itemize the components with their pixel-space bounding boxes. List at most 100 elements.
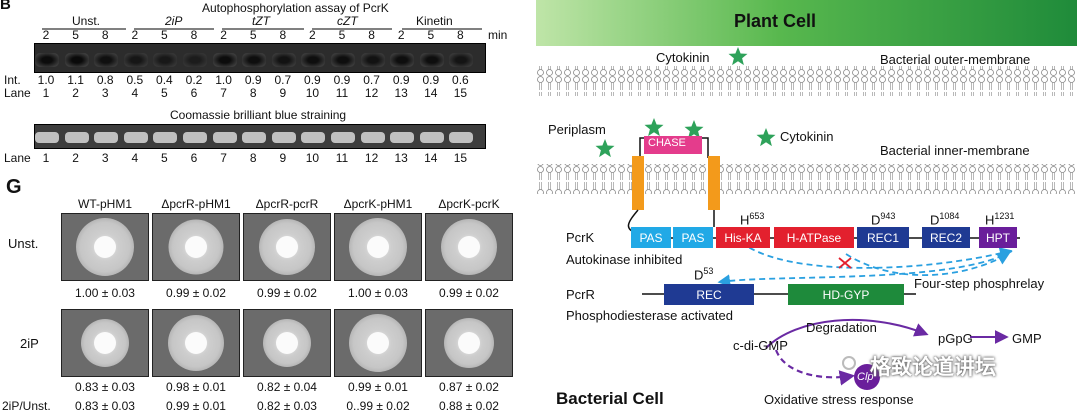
lane-number: 13 [394, 151, 408, 165]
halo-value: 1.00 ± 0.03 [348, 286, 408, 300]
coomassie-band [183, 132, 207, 143]
coomassie-title: Coomassie brilliant blue straining [170, 108, 347, 122]
lane-number: 6 [190, 151, 198, 165]
paper-disk [367, 236, 389, 258]
time-point-label: 5 [72, 28, 79, 42]
transmembrane-helix-1 [632, 156, 644, 210]
strain-label: ΔpcrR-pHM1 [161, 197, 231, 211]
outer-membrane-label: Bacterial outer-membrane [880, 52, 1031, 67]
coomassie-band [64, 132, 89, 143]
cytokinin-label-top: Cytokinin [656, 50, 710, 65]
paper-disk [94, 236, 116, 258]
halo-value: 0.82 ± 0.04 [257, 380, 317, 394]
watermark-icon [842, 356, 856, 370]
lane-number: 4 [131, 86, 139, 100]
outer-membrane [536, 66, 1077, 96]
coomassie-band [271, 132, 296, 143]
coomassie-band [331, 132, 355, 143]
coomassie-band [242, 132, 267, 143]
blot-band [301, 53, 326, 67]
time-point-label: 2 [220, 28, 227, 42]
oxidative-stress-label: Oxidative stress response [764, 392, 914, 407]
halo-value: 0.99 ± 0.02 [439, 286, 499, 300]
coomassie-band [301, 132, 326, 143]
halo-plate [334, 213, 422, 281]
plant-cell-title: Plant Cell [734, 11, 817, 31]
time-point-label: 8 [457, 28, 464, 42]
cytokinin-star-periplasm-2 [684, 120, 704, 139]
blot-band [64, 53, 89, 67]
ratio-label: 2iP/Unst. [2, 399, 51, 413]
blot-band [153, 53, 178, 67]
relay-arrow-3 [845, 252, 1011, 276]
lane-label-bottom: Lane [4, 151, 31, 165]
lane-number: 9 [279, 151, 287, 165]
halo-value: 0.82 ± 0.03 [257, 399, 317, 413]
paper-disk [185, 332, 207, 354]
lane-number: 5 [161, 86, 168, 100]
intensity-value: 0.9 [392, 73, 410, 87]
group-label-kinetin: Kinetin [416, 14, 453, 28]
intensity-value: 0.8 [96, 73, 114, 87]
paper-disk [276, 332, 298, 354]
time-point-label: 8 [101, 28, 109, 42]
pde-label: Phosphodiesterase activated [566, 308, 733, 323]
lane-number: 8 [249, 151, 257, 165]
paper-disk [185, 236, 207, 258]
clp-label: Clp [857, 371, 874, 383]
autophosphorylation-blot [34, 43, 486, 73]
group-label-2ip: 2iP [165, 14, 183, 28]
coomassie-band [419, 132, 444, 143]
degradation-arrow [765, 318, 929, 349]
halo-plate [334, 309, 422, 377]
paper-disk [94, 332, 116, 354]
pas-domain-1: PAS [631, 227, 671, 248]
halo-value: 0.99 ± 0.02 [166, 286, 226, 300]
transmembrane-helix-2 [708, 156, 720, 210]
residue-h653: H653 [740, 211, 765, 228]
time-point-label: 2 [309, 28, 316, 42]
group-label-unst: Unst. [72, 14, 101, 28]
cytokinin-label-periplasm: Cytokinin [780, 129, 834, 144]
halo-value: 0.83 ± 0.03 [75, 380, 135, 394]
lane-number: 15 [453, 151, 468, 165]
time-point-label: 5 [427, 28, 435, 42]
group-label-czt: cZT [337, 14, 358, 28]
paper-disk [367, 332, 389, 354]
intensity-value: 0.6 [452, 73, 469, 87]
cytokinin-star-top [728, 47, 748, 66]
row-label-unst: Unst. [8, 236, 39, 251]
blot-band [390, 53, 415, 67]
lane-number: 2 [72, 86, 79, 100]
panel-letter-b: B [0, 0, 11, 13]
pgpg-label: pGpG [938, 331, 973, 346]
watermark-text: 格致论道讲坛 [870, 356, 996, 379]
blot-band [242, 53, 267, 67]
hpt-domain: HPT [979, 227, 1017, 248]
blot-band [123, 53, 148, 67]
blot-band [35, 53, 59, 67]
blot-band [94, 53, 119, 67]
time-point-label: 2 [42, 28, 50, 42]
coomassie-band [153, 132, 178, 143]
coomassie-band [449, 132, 474, 143]
lane-number: 14 [424, 86, 438, 100]
time-unit: min [488, 28, 508, 42]
relay-arrow-1 [740, 241, 1013, 269]
gmp-label: GMP [1012, 331, 1042, 346]
halo-plate [61, 309, 149, 377]
lane-number: 13 [394, 86, 408, 100]
lane-number: 6 [190, 86, 198, 100]
halo-plate [61, 213, 149, 281]
int-label: Int. [4, 73, 21, 87]
intensity-value: 0.7 [274, 73, 292, 87]
hd-gyp-domain: HD-GYP [788, 284, 904, 305]
clp-circle [854, 364, 880, 390]
bacterial-cell-title: Bacterial Cell [556, 389, 664, 408]
coomassie-band [35, 132, 59, 143]
intensity-value: 0.2 [185, 73, 203, 87]
paper-disk [458, 236, 480, 258]
paper-disk [276, 236, 298, 258]
lane-number: 7 [220, 86, 227, 100]
intensity-value: 0.9 [244, 73, 262, 87]
